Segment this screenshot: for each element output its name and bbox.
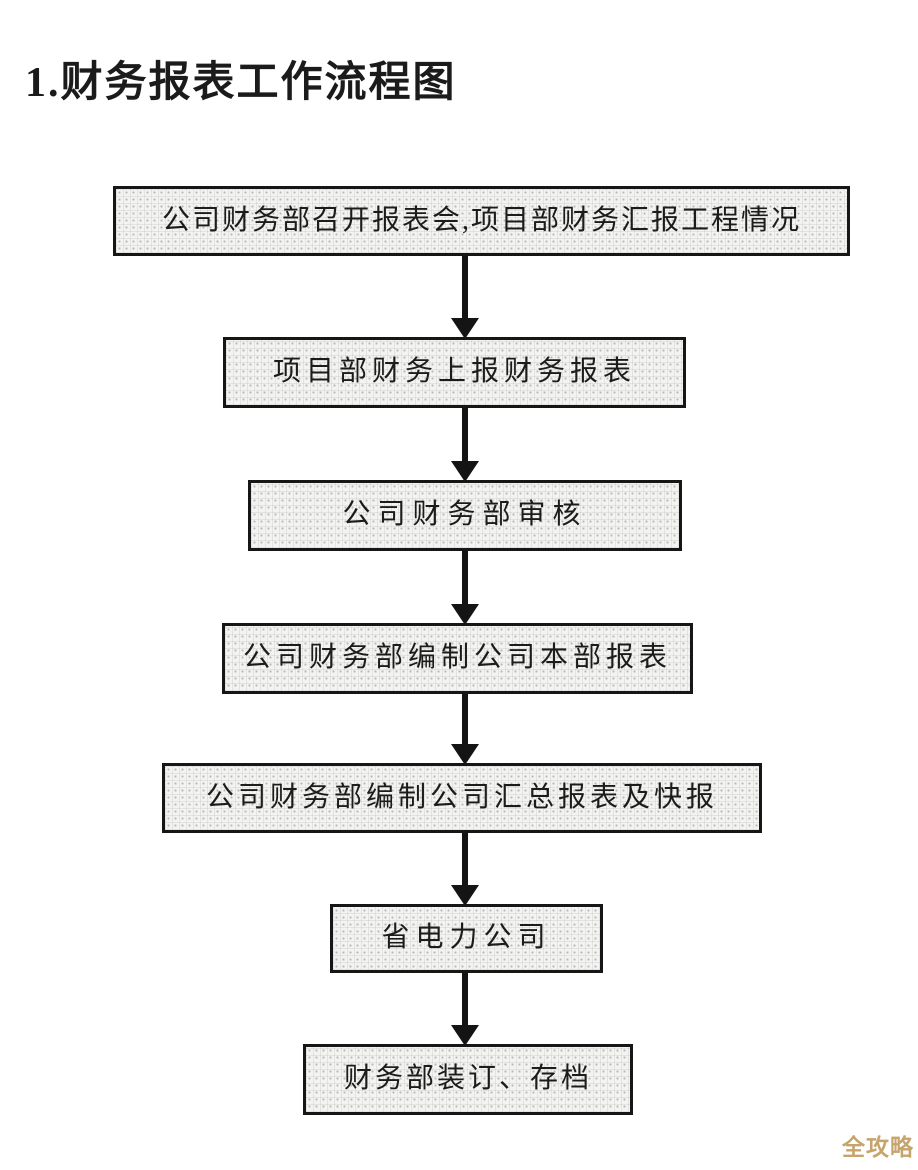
flow-node-submit-reports: 项目部财务上报财务报表 xyxy=(223,337,686,408)
flow-node-provincial-power-company: 省电力公司 xyxy=(330,904,603,973)
arrowhead-down-icon xyxy=(451,744,479,765)
flow-node-compile-hq-report: 公司财务部编制公司本部报表 xyxy=(222,623,693,694)
arrow-shaft xyxy=(462,256,468,318)
flow-arrow-1 xyxy=(451,256,479,339)
flow-arrow-5 xyxy=(451,833,479,906)
arrowhead-down-icon xyxy=(451,604,479,625)
flow-node-label: 财务部装订、存档 xyxy=(343,1063,592,1095)
arrow-shaft xyxy=(462,694,468,744)
flow-node-label: 公司财务部审核 xyxy=(342,499,588,531)
flow-node-audit: 公司财务部审核 xyxy=(248,480,682,551)
flow-node-label: 省电力公司 xyxy=(381,922,552,954)
flow-node-label: 公司财务部编制公司汇总报表及快报 xyxy=(205,781,718,813)
arrow-shaft xyxy=(462,408,468,461)
flow-node-compile-summary-report: 公司财务部编制公司汇总报表及快报 xyxy=(162,763,762,833)
arrowhead-down-icon xyxy=(451,318,479,339)
arrow-shaft xyxy=(462,551,468,604)
page-title: 1.财务报表工作流程图 xyxy=(25,60,457,106)
flow-node-report-meeting: 公司财务部召开报表会,项目部财务汇报工程情况 xyxy=(113,186,850,256)
flow-arrow-4 xyxy=(451,694,479,765)
flow-arrow-3 xyxy=(451,551,479,625)
flow-node-label: 项目部财务上报财务报表 xyxy=(272,356,636,388)
arrow-shaft xyxy=(462,833,468,885)
watermark: 全攻略 xyxy=(842,1134,914,1160)
flow-arrow-2 xyxy=(451,408,479,482)
arrowhead-down-icon xyxy=(451,1025,479,1046)
flow-node-label: 公司财务部召开报表会,项目部财务汇报工程情况 xyxy=(161,204,801,236)
arrowhead-down-icon xyxy=(451,461,479,482)
arrowhead-down-icon xyxy=(451,885,479,906)
arrow-shaft xyxy=(462,973,468,1025)
flow-arrow-6 xyxy=(451,973,479,1046)
flow-node-label: 公司财务部编制公司本部报表 xyxy=(242,642,672,674)
flow-node-binding-archive: 财务部装订、存档 xyxy=(303,1044,633,1115)
